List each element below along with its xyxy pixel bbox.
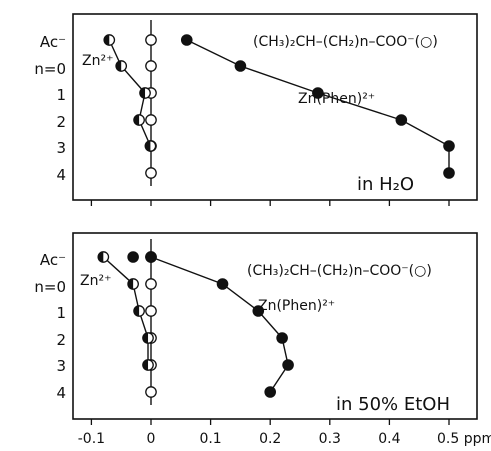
data-point-filled — [252, 305, 265, 317]
x-tick-label: -0.1 — [78, 431, 105, 447]
marker-fill — [104, 34, 110, 46]
data-point-open — [145, 386, 157, 398]
data-point-half-filled — [97, 251, 110, 263]
data-point-filled — [276, 332, 288, 344]
data-point-filled — [234, 60, 247, 72]
marker-fill — [142, 332, 149, 344]
y-tick-label: 2 — [56, 331, 66, 349]
data-point-filled — [127, 251, 139, 263]
data-point-open — [145, 34, 157, 46]
y-tick-label: n=0 — [34, 60, 66, 78]
data-point-filled — [443, 167, 455, 179]
y-tick-label: 2 — [56, 113, 66, 131]
y-tick-label: 3 — [56, 357, 66, 375]
data-point-half-filled — [142, 332, 154, 344]
data-point-filled — [216, 278, 229, 290]
marker-fill — [127, 278, 134, 290]
data-point-half-filled — [127, 278, 139, 290]
x-tick-label: 0.5 ppm — [437, 431, 491, 447]
y-tick-label: 4 — [56, 384, 66, 402]
data-point-open — [145, 167, 157, 179]
data-point-filled — [145, 251, 157, 263]
x-axis: -0.1 0 0.1 0.2 0.3 0.4 0.5 ppm — [78, 431, 491, 447]
data-point-open — [145, 60, 157, 72]
series-label-zn: Zn²⁺ — [82, 53, 113, 69]
data-point-half-filled — [103, 34, 116, 46]
data-point-open — [145, 305, 157, 317]
data-point-half-filled — [115, 60, 128, 72]
x-tick-label: 0.2 — [259, 431, 281, 447]
data-point-filled — [264, 386, 276, 398]
data-point-half-filled — [139, 87, 151, 99]
data-point-filled — [443, 140, 455, 152]
panel-ethanol-categories: Ac⁻ n=0 1 2 3 4 — [34, 251, 66, 402]
data-point-filled — [395, 114, 408, 126]
panel-water: (CH₃)₂CH–(CH₂)n–COO⁻(○) in H₂O Ac⁻ n=0 1… — [34, 13, 478, 206]
marker-fill — [115, 60, 122, 72]
panel-water-categories: Ac⁻ n=0 1 2 3 4 — [34, 33, 66, 184]
marker-fill — [142, 359, 149, 371]
y-tick-label: 4 — [56, 166, 66, 184]
y-tick-label: Ac⁻ — [40, 251, 66, 269]
panel-ethanol-label: in 50% EtOH — [336, 394, 450, 415]
panel-water-marks — [90, 20, 455, 206]
panel-water-formula: (CH₃)₂CH–(CH₂)n–COO⁻(○) — [253, 34, 438, 50]
data-point-half-filled — [133, 114, 145, 126]
data-point-filled — [312, 87, 324, 99]
marker-fill — [133, 114, 140, 126]
series-label-zn-phen: Zn(Phen)²⁺ — [258, 298, 335, 314]
x-tick-label: 0.1 — [199, 431, 221, 447]
data-point-open — [145, 114, 157, 126]
panel-water-frame — [72, 13, 478, 201]
data-point-filled — [180, 34, 193, 46]
panel-ethanol-frame — [72, 232, 478, 420]
data-point-open — [145, 278, 157, 290]
panel-water-label: in H₂O — [357, 174, 414, 195]
data-point-filled — [282, 359, 294, 371]
y-tick-label: 1 — [56, 304, 66, 322]
marker-fill — [145, 140, 151, 152]
marker-fill — [98, 251, 104, 263]
y-tick-label: 1 — [56, 86, 66, 104]
x-tick-label: 0.3 — [319, 431, 341, 447]
data-point-half-filled — [133, 305, 145, 317]
y-tick-label: n=0 — [34, 278, 66, 296]
series-label-zn: Zn²⁺ — [80, 273, 111, 289]
data-point-half-filled — [142, 359, 154, 371]
marker-fill — [139, 87, 146, 99]
x-tick-label: 0.4 — [378, 431, 400, 447]
panel-ethanol-marks — [90, 239, 450, 425]
panel-ethanol: (CH₃)₂CH–(CH₂)n–COO⁻(○) in 50% EtOH Ac⁻ … — [34, 232, 491, 447]
data-point-half-filled — [144, 140, 157, 152]
y-tick-label: 3 — [56, 139, 66, 157]
marker-fill — [133, 305, 140, 317]
panel-ethanol-formula: (CH₃)₂CH–(CH₂)n–COO⁻(○) — [247, 263, 432, 279]
y-tick-label: Ac⁻ — [40, 33, 66, 51]
x-tick-label: 0 — [147, 431, 156, 447]
